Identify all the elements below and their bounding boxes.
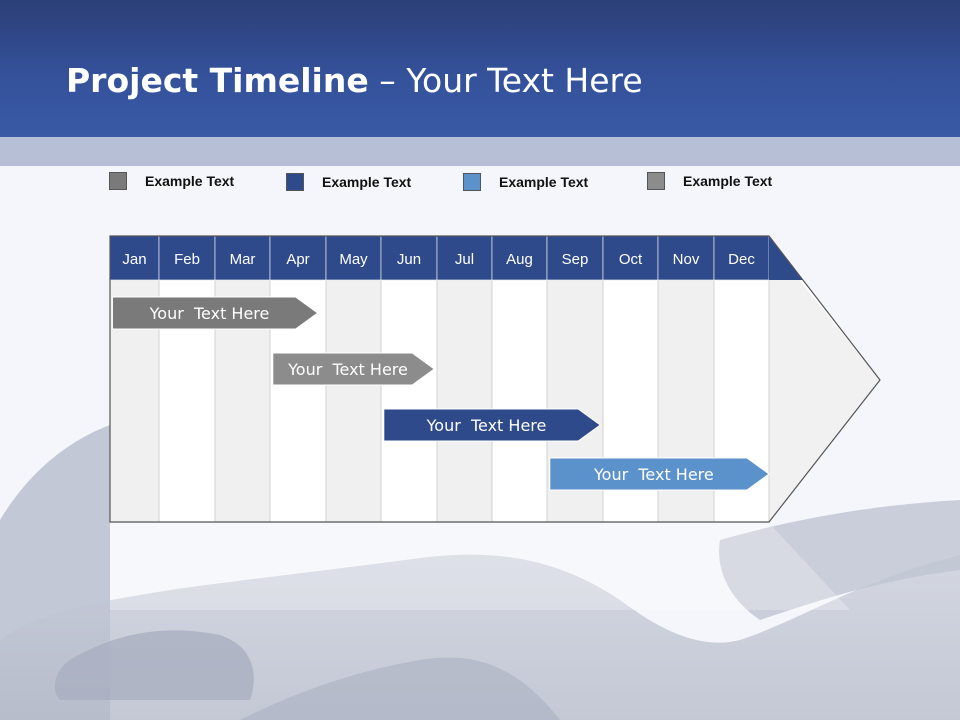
month-header-cell — [109, 235, 160, 281]
month-label: Jun — [397, 251, 421, 268]
task-bar-label: Your Text Here — [593, 465, 714, 484]
legend-label: Example Text — [683, 173, 773, 189]
task-bar — [111, 296, 319, 330]
legend-label: Example Text — [322, 174, 412, 190]
header-banner: Project Timeline – Your Text Here — [0, 0, 960, 137]
month-header-cell — [269, 235, 327, 281]
month-label: May — [339, 251, 368, 268]
task-bar-label: Your Text Here — [149, 304, 270, 323]
legend-swatch — [647, 172, 665, 190]
month-column — [491, 279, 548, 523]
task-bar-label: Your Text Here — [287, 360, 408, 379]
month-label: Feb — [174, 251, 200, 268]
arrow-outline — [109, 235, 881, 523]
month-header-cell — [325, 235, 382, 281]
legend-swatch — [286, 173, 304, 191]
task-bar — [272, 352, 436, 386]
month-header-cell — [436, 235, 493, 281]
month-label: Nov — [673, 251, 700, 268]
month-header-cell — [158, 235, 216, 281]
month-header-cell — [713, 235, 770, 281]
legend-swatch — [109, 172, 127, 190]
month-label: Mar — [230, 251, 256, 268]
month-column — [325, 279, 382, 523]
task-bar — [383, 408, 602, 442]
title-main: Project Timeline — [66, 61, 369, 100]
month-label: Oct — [619, 251, 643, 268]
legend-label: Example Text — [145, 173, 235, 189]
legend-label: Example Text — [499, 174, 589, 190]
arrow-tip-fill — [769, 280, 880, 522]
month-header-cell — [214, 235, 271, 281]
header-band — [0, 137, 960, 166]
month-label: Jan — [122, 251, 146, 268]
month-label: Sep — [562, 251, 589, 268]
month-header-cell — [602, 235, 659, 281]
month-label: Jul — [455, 251, 474, 268]
month-label: Apr — [286, 251, 309, 268]
month-header-cell — [657, 235, 715, 281]
month-header-cell — [491, 235, 548, 281]
month-column — [380, 279, 438, 523]
legend-swatch — [463, 173, 481, 191]
month-header-row: Jan Feb Mar Apr May Jun Jul Aug Sep Oct Nov Dec — [109, 235, 803, 281]
task-bar-label: Your Text Here — [426, 416, 547, 435]
month-label: Aug — [506, 251, 533, 268]
page-title: Project Timeline – Your Text Here — [66, 60, 643, 102]
month-label: Dec — [728, 251, 755, 268]
month-column — [436, 279, 493, 523]
title-subtitle: – Your Text Here — [368, 61, 643, 100]
task-bar — [549, 457, 770, 491]
